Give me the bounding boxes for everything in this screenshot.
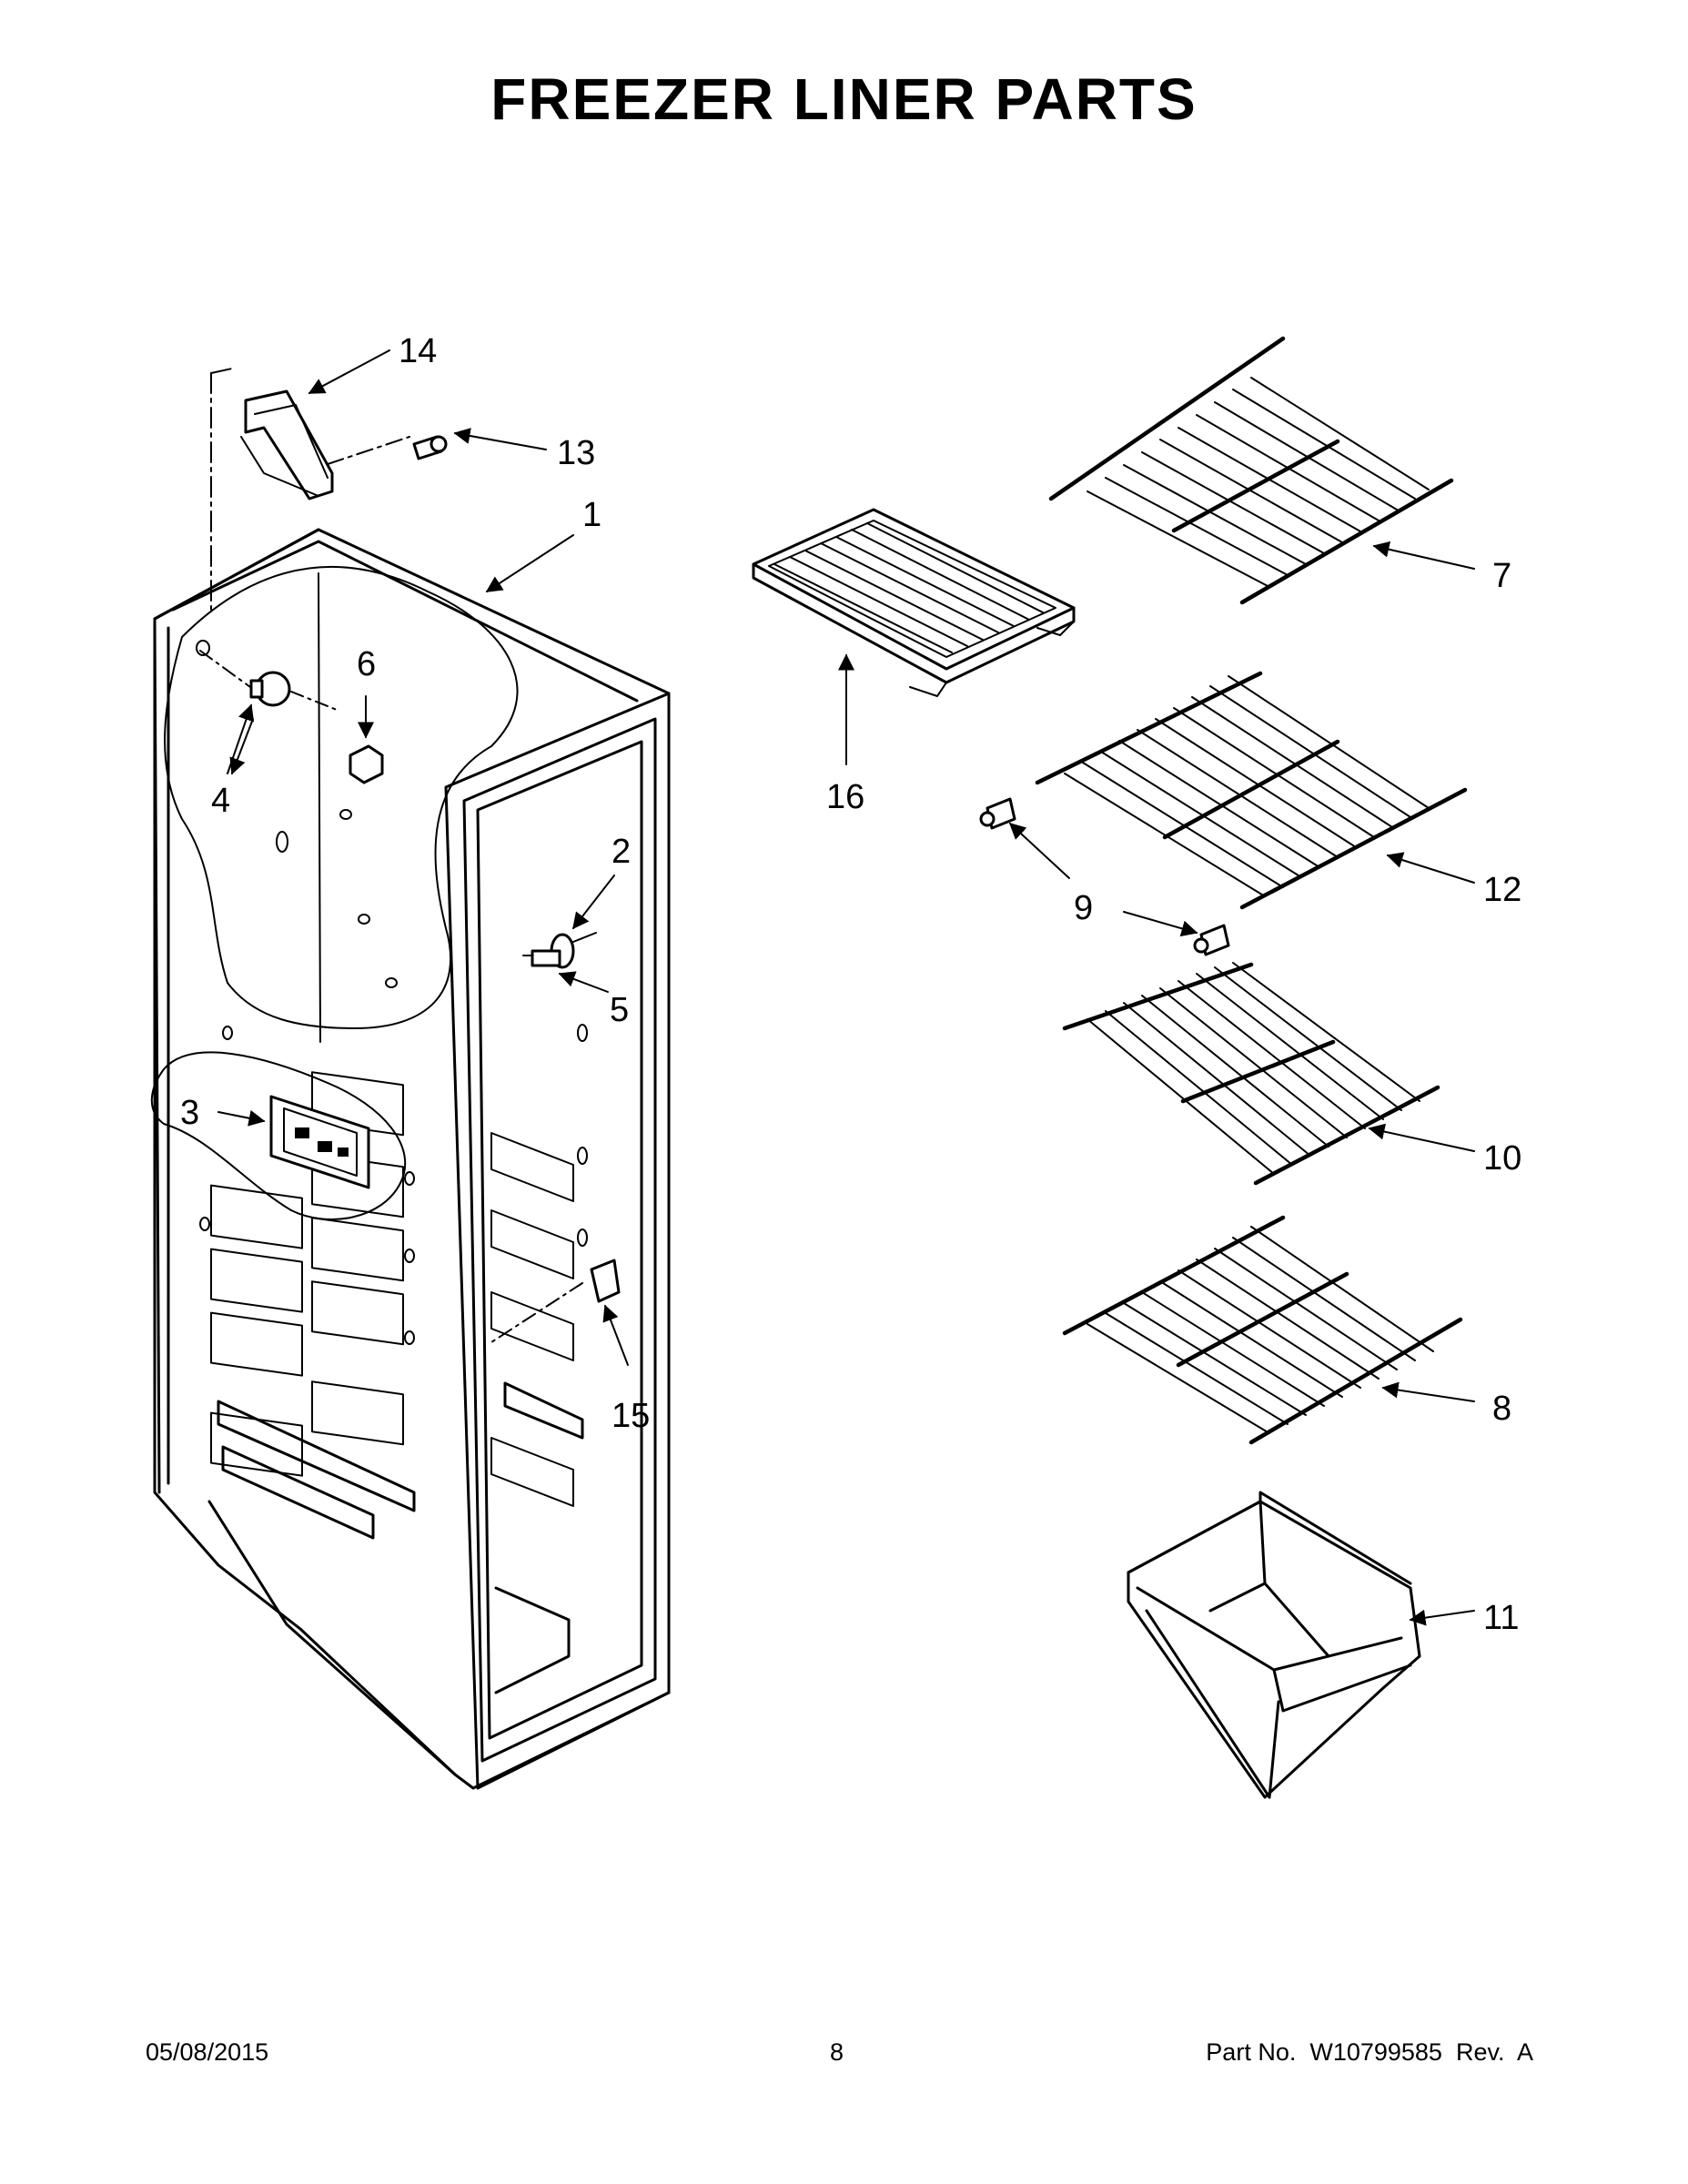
wire-shelf-7 [1048,336,1454,605]
callout-12: 12 [1483,871,1521,909]
callout-15: 15 [612,1397,650,1435]
clip-part-6 [349,744,384,784]
callout-2: 2 [612,833,631,871]
callout-11: 11 [1483,1599,1519,1637]
bracket-part [240,389,334,500]
control-panel-part [269,1095,370,1189]
storage-bin-part [1127,1491,1421,1799]
wire-shelf-8 [1062,1215,1463,1445]
callout-13: 13 [557,434,595,472]
shelf-support-parts [979,797,1230,956]
callout-6: 6 [357,645,376,683]
wire-shelf-10 [1062,962,1440,1186]
callout-7: 7 [1492,557,1511,595]
callout-3: 3 [180,1094,199,1132]
callout-9: 9 [1074,889,1093,927]
pivot-part [522,932,597,969]
callout-8: 8 [1492,1390,1511,1428]
screw-part [412,435,448,460]
callout-1: 1 [582,496,601,534]
callout-14: 14 [399,332,437,370]
callout-16: 16 [826,778,864,816]
wire-shelf-12 [1035,671,1468,910]
leader-lines [217,349,1475,1626]
callout-4: 4 [211,782,230,820]
freezer-liner [150,528,671,1790]
clip-part-15 [490,1259,621,1343]
footer-date: 05/08/2015 [146,2038,269,2066]
footer-page-number: 8 [830,2038,844,2066]
tray-part [752,508,1076,697]
knob-part [196,640,338,711]
callout-5: 5 [610,991,629,1029]
page-title: FREEZER LINER PARTS [490,66,1198,132]
callout-10: 10 [1483,1139,1521,1178]
callout-numbers: 1 2 3 4 5 6 7 8 9 10 11 12 13 14 15 16 [180,332,1521,1637]
footer-part-number: Part No. W10799585 Rev. A [1206,2038,1533,2066]
